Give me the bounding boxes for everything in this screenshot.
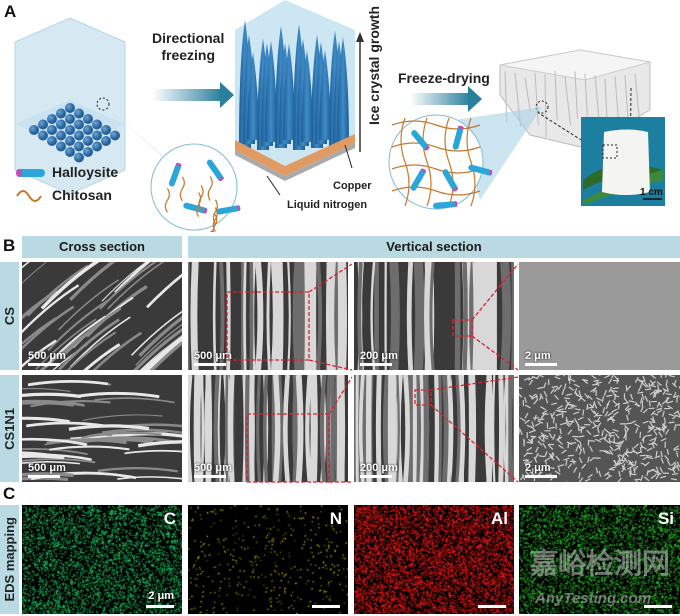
halloysite-tube [452,125,464,150]
solution-block [14,17,126,195]
legend-chitosan: Chitosan [52,187,112,203]
sem-image-cs-2: 500 μm [188,262,348,370]
panel-c-label: C [3,484,16,503]
sem-image-cs1n1-2: 500 μm [188,375,348,482]
scale-bar-label: 500 μm [28,462,66,474]
row-label-eds-text: EDS mapping [2,517,17,602]
scale-bar-label: 500 μm [194,350,232,362]
ice-growth-label: Ice crystal growth [366,6,382,126]
scale-bar: 200 μm [360,350,398,366]
halloysite-tube [410,168,427,191]
scale-bar: 200 μm [360,462,398,478]
legend-halloysite: Halloysite [52,164,119,180]
eds-map-al: Al [354,505,514,614]
arrow-freeze-drying [410,93,470,105]
scale-bar: 500 μm [28,462,66,478]
zoom-circle-dispersion [150,143,238,231]
step1-line1: Directional [152,30,225,46]
row-label-cs1n1-text: CS1N1 [2,407,17,450]
row-label-cs1n1: CS1N1 [0,375,19,482]
scale-bar [146,605,174,608]
sem-image-cs1n1-4: 2 μm [519,375,680,482]
halloysite-tube [168,162,182,187]
halloysite-tube-icon [16,169,45,177]
halloysite-tube [411,130,430,151]
halloysite-tube [206,159,224,182]
row-label-cs-text: CS [2,306,17,326]
halloysite-tube [216,205,241,215]
scale-bar [644,605,672,608]
scale-bar [312,605,340,608]
step-directional-freezing: Directional freezing [152,30,224,64]
scale-bar-label: 2 μm [525,350,551,362]
row-label-cs: CS [0,262,19,370]
watermark-cn: 嘉峪检测网 [530,548,671,579]
halloysite-tube [442,169,459,192]
header-vertical-section: Vertical section [188,236,680,258]
sem-image-cs-3: 200 μm [354,262,514,370]
panel-a-label: A [4,2,17,21]
eds-map-n: N [188,505,348,614]
zoom-circle-network [388,114,484,210]
scale-bar-label: 2 μm [525,462,551,474]
chitosan-chain-icon [16,190,42,202]
scale-bar: 2 μm [525,350,557,366]
sample-photo [581,117,665,206]
scale-bar [478,605,506,608]
panel-b-label: B [3,236,16,255]
sem-image-cs-1: 500 μm [22,262,182,370]
scale-bar: 2 μm [525,462,557,478]
scale-bar: 500 μm [194,462,232,478]
element-label: C [163,509,176,528]
header-cross-section: Cross section [22,236,182,258]
sem-image-cs-4: 2 μm [519,262,680,370]
copper-label: Copper [333,180,372,192]
scale-bar: 500 μm [194,350,232,366]
scale-bar-label: 200 μm [360,350,398,362]
element-label: Al [491,509,508,528]
step-freeze-drying: Freeze-drying [398,70,490,86]
element-label: N [329,509,342,528]
scale-bar-label: 200 μm [360,462,398,474]
sem-image-cs1n1-1: 500 μm [22,375,182,482]
liquid-nitrogen-label: Liquid nitrogen [287,199,368,211]
scale-bar-label: 2 μm [148,590,174,602]
halloysite-tube [468,164,493,176]
frozen-block [235,0,355,196]
eds-map-c: C 2 μm [22,505,182,614]
step1-line2: freezing [161,47,216,63]
row-label-eds: EDS mapping [0,505,19,614]
eds-map-si: Si [519,505,680,614]
sem-image-cs1n1-3: 200 μm [354,375,514,482]
halloysite-tube [433,201,458,209]
photo-scale-label: 1 cm [640,187,663,198]
element-label: Si [657,509,674,528]
scale-bar: 500 μm [28,350,66,366]
halloysite-tube [183,202,208,214]
scale-bar-label: 500 μm [28,350,66,362]
watermark-en: AnyTesting.com [535,590,652,607]
fabrication-schematic [14,0,665,232]
scale-bar-label: 500 μm [194,462,232,474]
arrow-directional-freezing [152,89,222,101]
